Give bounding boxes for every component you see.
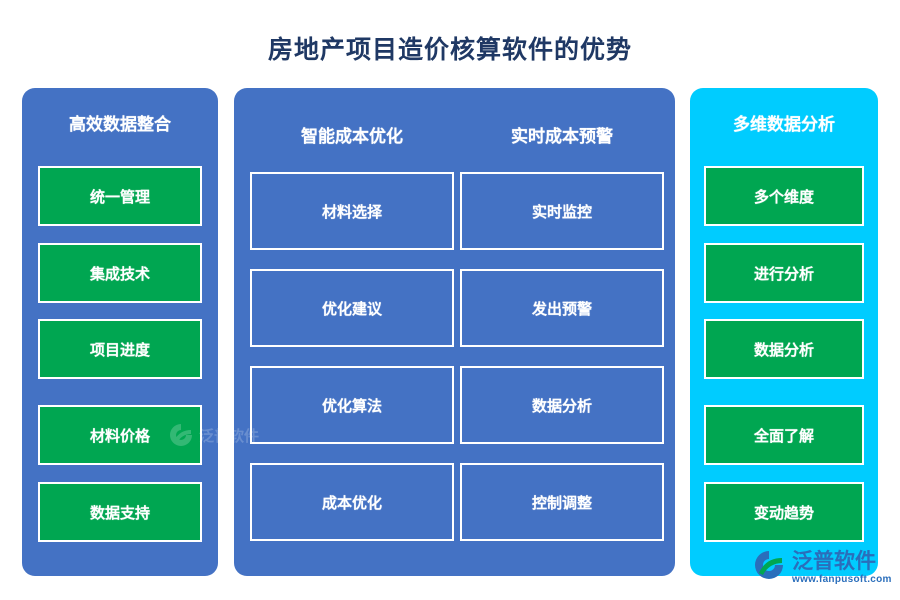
subcolumn-header-smart-cost-optimization: 智能成本优化	[301, 127, 403, 146]
subcolumn-header-realtime-cost-warning: 实时成本预警	[511, 127, 613, 146]
panel-header-left: 高效数据整合	[69, 115, 171, 134]
subcolumn-smart-cost-optimization: 智能成本优化 材料选择 优化建议 优化算法 成本优化	[250, 88, 454, 576]
card-right-4[interactable]: 全面了解	[704, 405, 864, 465]
card-mid-b-2[interactable]: 发出预警	[460, 269, 664, 347]
card-mid-a-1[interactable]: 材料选择	[250, 172, 454, 250]
card-left-3[interactable]: 项目进度	[38, 319, 202, 379]
card-mid-b-4[interactable]: 控制调整	[460, 463, 664, 541]
card-right-5[interactable]: 变动趋势	[704, 482, 864, 542]
card-right-1[interactable]: 多个维度	[704, 166, 864, 226]
page-title: 房地产项目造价核算软件的优势	[267, 36, 632, 64]
fanpu-logo-url: www.fanpusoft.com	[792, 573, 892, 585]
card-left-5[interactable]: 数据支持	[38, 482, 202, 542]
panel-multidimensional-data-analysis: 多维数据分析 多个维度 进行分析 数据分析 全面了解 变动趋势	[690, 88, 878, 576]
panel-efficient-data-integration: 高效数据整合 统一管理 集成技术 项目进度 材料价格 数据支持	[22, 88, 218, 576]
card-right-2[interactable]: 进行分析	[704, 243, 864, 303]
panel-header-right: 多维数据分析	[733, 115, 835, 134]
card-mid-a-3[interactable]: 优化算法	[250, 366, 454, 444]
card-mid-b-3[interactable]: 数据分析	[460, 366, 664, 444]
card-mid-b-1[interactable]: 实时监控	[460, 172, 664, 250]
card-left-2[interactable]: 集成技术	[38, 243, 202, 303]
card-mid-a-4[interactable]: 成本优化	[250, 463, 454, 541]
panel-cost-optimization-and-warning: 智能成本优化 材料选择 优化建议 优化算法 成本优化 实时成本预警 实时监控 发…	[234, 88, 675, 576]
card-right-3[interactable]: 数据分析	[704, 319, 864, 379]
card-left-4[interactable]: 材料价格	[38, 405, 202, 465]
card-mid-a-2[interactable]: 优化建议	[250, 269, 454, 347]
card-left-1[interactable]: 统一管理	[38, 166, 202, 226]
subcolumn-realtime-cost-warning: 实时成本预警 实时监控 发出预警 数据分析 控制调整	[460, 88, 664, 576]
